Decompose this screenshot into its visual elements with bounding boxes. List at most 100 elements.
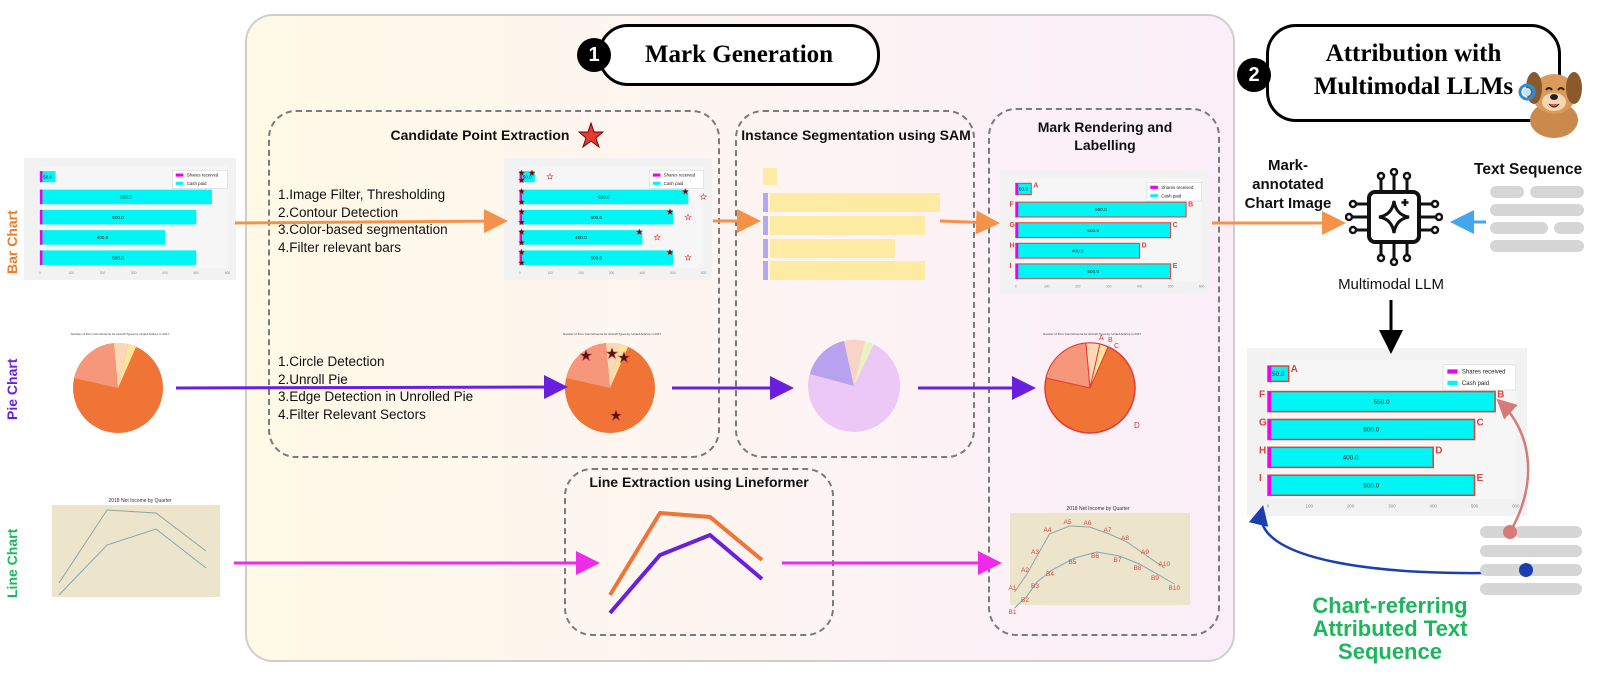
x-tick-label: 0 [39,271,41,275]
star-icon [517,208,526,215]
star-icon [517,169,526,177]
line-plot-area [52,505,220,597]
mark-annotated-line3: Chart Image [1244,195,1332,212]
bar-mark-label: E [1173,263,1178,270]
star-icon [517,187,526,195]
output-label: Chart-referring Attributed Text Sequence [1270,594,1510,663]
pie-sector [1045,342,1091,389]
bar-shares [1015,202,1019,217]
bar-value-label: 400.0 [97,235,109,240]
star-icon [684,253,692,261]
x-tick-label: 100 [68,271,74,275]
rendering-title-line2: Labelling [1074,137,1136,153]
legend-swatch [175,173,184,177]
step-number: 4. [278,239,290,255]
star-icon [605,347,619,360]
bar [519,171,535,183]
text-line [1490,186,1524,198]
line-series [58,509,207,584]
bar-mark-label: H [1259,445,1266,456]
legend-label: Cash paid [187,181,207,186]
x-tick-label: 100 [548,271,554,275]
line-mark-label: A10 [1159,561,1171,568]
pie-title: Number of Firm Commitments for Aircraft … [1043,332,1141,336]
row-label-pie: Pie Chart [4,358,20,420]
legend-label: Shares received [664,173,696,178]
step-number: 1. [278,187,290,202]
x-tick-label: 300 [131,271,137,275]
text-line [1480,526,1508,538]
bar-shares [1015,243,1019,259]
line-mark-label: B10 [1169,585,1181,592]
sam-bar-segment [763,193,768,212]
legend-swatch [1447,369,1458,374]
x-tick-label: 400 [1137,285,1143,289]
sam-bar-segment [770,193,940,212]
bar-shares [1268,391,1272,412]
attributed-text-icon [1480,525,1582,595]
line-mark-label: A8 [1121,535,1129,542]
sam-bar-segment [770,239,895,258]
lineformer-title: Line Extraction using Lineformer [589,474,809,490]
step-1-badge: 1 [577,38,611,72]
x-tick-label: 300 [609,271,615,275]
bar-mark-label: F [1259,390,1265,401]
output-line3: Sequence [1338,639,1442,664]
pie-sector [118,344,136,388]
pie-chart-candidates: Number of Firm Commitments for Aircraft … [563,332,661,433]
bar-shares [519,209,523,225]
star-icon [517,228,526,236]
candidate-title: Candidate Point Extraction [390,127,570,143]
line-mark-label: B8 [1134,565,1142,572]
legend-swatch [1150,185,1158,189]
pie-title: Number of Firm Commitments for Aircraft … [71,332,169,336]
bar [519,209,673,225]
line-chart-original: 2018 Net Income by Quarter [52,498,220,597]
bar-value-label: 400.0 [575,235,587,240]
x-tick-label: 500 [670,271,676,275]
step-number: 3. [278,389,290,404]
bar-shares [1015,222,1019,238]
line-mark-label: A6 [1084,520,1092,527]
bar [519,230,643,245]
star-icon [609,409,623,422]
line-mark-label: B9 [1151,575,1159,582]
legend-swatch [1447,380,1458,385]
extracted-line [608,532,764,615]
row-label-line: Line Chart [4,528,20,598]
bar-step: 3.Color-based segmentation [278,221,448,239]
line-mark-label: B1 [1009,609,1017,616]
text-line [1490,240,1584,252]
bar-shares [39,189,43,205]
pie-mark-label: A [1099,335,1104,342]
step-number: 2. [278,204,290,220]
star-icon [517,259,526,267]
sam-pie-segment [810,341,854,386]
pie-sector [566,343,610,388]
x-tick-label: 500 [1471,503,1479,508]
pie-sector [114,342,128,388]
star-icon [684,213,692,221]
pie-chart-original: Number of Firm Commitments for Aircraft … [71,332,169,433]
x-tick-label: 400 [640,271,646,275]
star-icon [546,172,554,180]
x-tick-label: 100 [1044,285,1050,289]
mark-generation-title: Mark Generation [598,24,880,86]
pie-step: 4.Filter Relevant Sectors [278,406,473,424]
output-line1: Chart-referring [1312,593,1468,618]
bar-value-label: 500.0 [591,255,603,260]
line-mark-label: B4 [1046,571,1054,578]
sam-title: Instance Segmentation using SAM [741,127,971,143]
bar-shares [1015,263,1019,279]
x-tick-label: 200 [1075,285,1081,289]
bar-shares [519,171,523,183]
step-text: Edge Detection in Unrolled Pie [289,389,474,404]
legend-box [1146,182,1202,202]
attribution-dot [1519,563,1533,577]
bar-steps-list: 1.Image Filter, Thresholding 2.Contour D… [278,186,448,256]
x-tick-label: 100 [1306,503,1314,508]
bar [39,230,165,245]
sam-pie-segment [854,341,874,386]
line-mark-label: B7 [1114,557,1122,564]
